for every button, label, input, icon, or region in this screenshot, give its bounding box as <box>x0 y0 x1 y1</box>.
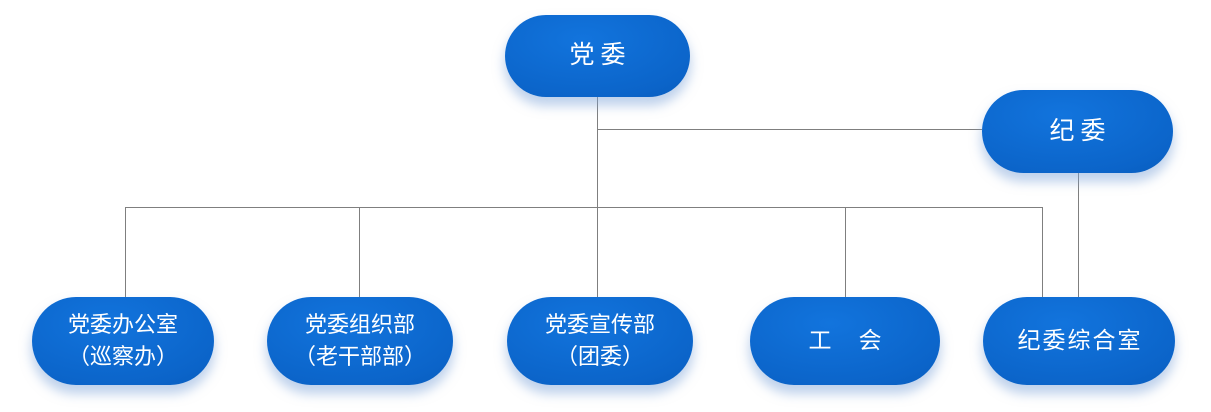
org-node-dangwei-zuzhibu: 党委组织部 （老干部部） <box>267 297 453 385</box>
org-node-label-line1: 党委办公室 <box>67 312 178 337</box>
org-node-label-line2: （巡察办） <box>67 344 178 369</box>
org-node-label-line2: （团委） <box>555 344 644 369</box>
connector-horizontal-bus <box>125 207 1043 208</box>
org-node-label-line1: 党委宣传部 <box>544 312 655 337</box>
connector-dangwei-vertical <box>597 97 598 297</box>
org-node-label-line1: 党委组织部 <box>304 312 415 337</box>
connector-drop-zuzhibu <box>359 207 360 297</box>
org-node-label: 纪委综合室 <box>1017 328 1143 353</box>
org-node-label-line2: （老干部部） <box>293 344 426 369</box>
connector-drop-gonghui <box>845 207 846 297</box>
org-node-dangwei-bangongshi: 党委办公室 （巡察办） <box>32 297 214 385</box>
org-node-jiwei: 纪委 <box>982 90 1173 173</box>
org-node-label: 纪委 <box>1049 117 1112 145</box>
org-node-dangwei: 党委 <box>505 15 690 97</box>
connector-drop-zongheshi <box>1042 207 1043 297</box>
connector-drop-bangongshi <box>125 207 126 297</box>
org-node-gonghui: 工 会 <box>750 297 940 385</box>
org-node-jiwei-zongheshi: 纪委综合室 <box>983 297 1175 385</box>
connector-dangwei-to-jiwei <box>597 129 982 130</box>
org-node-label: 工 会 <box>808 328 884 353</box>
org-node-dangwei-xuanchuanbu: 党委宣传部 （团委） <box>507 297 693 385</box>
org-node-label: 党委 <box>569 42 632 69</box>
connector-jiwei-to-zongheshi <box>1078 173 1079 297</box>
